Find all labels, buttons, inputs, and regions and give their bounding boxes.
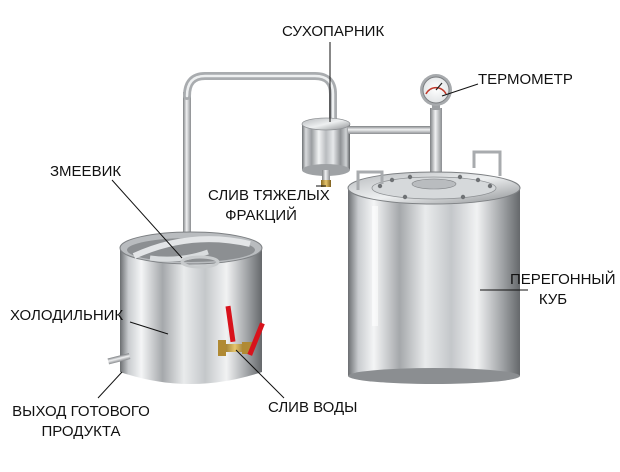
- leader-lines: [97, 42, 528, 399]
- label-coil: ЗМЕЕВИК: [50, 163, 122, 180]
- connecting-pipe: [348, 126, 440, 134]
- label-output: ВЫХОД ГОТОВОГО ПРОДУКТА: [8, 402, 154, 442]
- label-dryer: СУХОПАРНИК: [282, 23, 385, 40]
- label-heavy-drain: СЛИВ ТЯЖЕЛЫХ ФРАКЦИЙ: [208, 186, 330, 226]
- label-cube-line1: ПЕРЕГОННЫЙ: [510, 271, 616, 288]
- label-water-drain: СЛИВ ВОДЫ: [268, 399, 358, 416]
- label-output-line1: ВЫХОД ГОТОВОГО: [12, 403, 150, 420]
- label-cooler: ХОЛОДИЛЬНИК: [10, 307, 124, 324]
- vapor-pipe: [183, 72, 337, 252]
- label-cube-line2: КУБ: [538, 291, 568, 308]
- label-output-line2: ПРОДУКТА: [41, 423, 121, 440]
- distillation-cube: [347, 150, 521, 384]
- label-thermometer: ТЕРМОМЕТР: [478, 71, 573, 88]
- label-cube: ПЕРЕГОННЫЙ КУБ: [510, 270, 616, 310]
- label-heavy-drain-line1: СЛИВ ТЯЖЕЛЫХ: [208, 187, 330, 204]
- cooler-tank: [107, 231, 265, 384]
- label-heavy-drain-line2: ФРАКЦИЙ: [225, 207, 297, 224]
- dry-steamer: [301, 117, 351, 187]
